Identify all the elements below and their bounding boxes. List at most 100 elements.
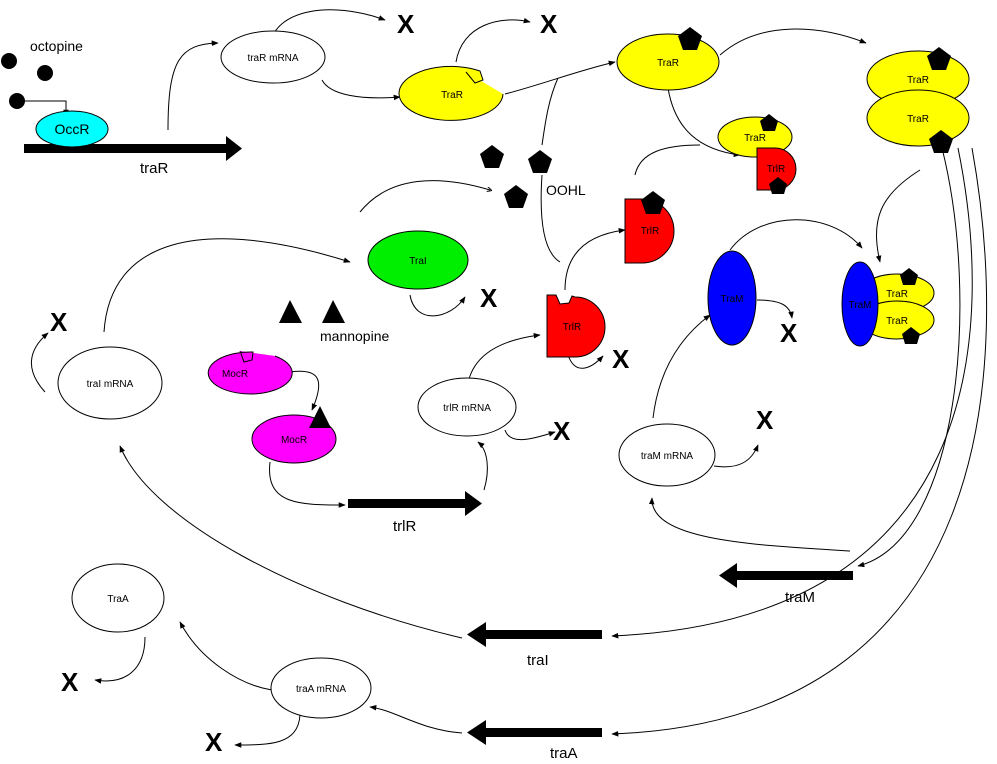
traA-decay-arrow (94, 636, 146, 684)
octopine-molecules: octopine (1, 38, 83, 109)
traM-transcription-arrow (648, 497, 851, 552)
trlR-oohl-protein: TrlR (624, 191, 675, 264)
trlR-heterodimer-link (634, 144, 701, 176)
degradation-x: X (612, 344, 630, 374)
svg-text:MocR: MocR (281, 435, 307, 446)
trlR-oohl-binding-arrow (564, 228, 626, 291)
traI-mrna: traI mRNA (57, 346, 163, 420)
traR-transcription-arrow (167, 40, 219, 131)
traM-traR-complex: TraR TraR TraM (841, 261, 935, 347)
svg-text:TraI: TraI (409, 256, 426, 267)
degradation-x: X (205, 727, 223, 757)
svg-text:traR mRNA: traR mRNA (247, 53, 298, 64)
svg-text:TraR: TraR (886, 316, 908, 327)
traA-mrna: traA mRNA (270, 657, 372, 719)
oohl-pentagon (900, 268, 918, 285)
svg-text:MocR: MocR (222, 369, 248, 380)
mannopine-label: mannopine (320, 328, 389, 344)
mannopine-triangle (309, 406, 331, 428)
gene-traR: traR (24, 136, 242, 177)
svg-text:TrlR: TrlR (641, 226, 660, 237)
oohl-pentagon (769, 177, 787, 194)
gene-traR-label: traR (140, 160, 169, 177)
mocR-apo-protein: MocR (207, 350, 293, 395)
svg-text:TraR: TraR (744, 133, 766, 144)
svg-text:TraR: TraR (886, 289, 908, 300)
traR-dimer-to-traI-promoter (611, 147, 973, 639)
svg-text:TraM: TraM (849, 300, 872, 311)
occR-protein: OccR (35, 110, 109, 148)
oohl-pentagon (927, 47, 951, 70)
svg-text:traI mRNA: traI mRNA (87, 379, 134, 390)
gene-traI-label: traI (527, 652, 549, 669)
traR-trlR-heterodimer: TraR TrlR (717, 114, 797, 194)
svg-text:TraR: TraR (441, 90, 463, 101)
oohl-pentagon (528, 150, 552, 173)
traI-decay-arrow (409, 294, 466, 317)
gene-traA-label: traA (550, 745, 578, 762)
connectors (17, 9, 988, 748)
traR-mrna: traR mRNA (220, 30, 326, 84)
traI-transcription-arrow (119, 445, 463, 639)
degradation-x: X (50, 307, 68, 337)
mannopine-triangle (322, 300, 345, 323)
traA-protein: TraA (71, 563, 165, 633)
gene-traM-label: traM (785, 589, 815, 606)
oohl-to-trlR-link (540, 174, 561, 263)
gene-traI: traI (467, 622, 602, 669)
oohl-pentagon (641, 191, 665, 214)
svg-text:TraR: TraR (907, 75, 929, 86)
oohl-to-traR-link (541, 77, 559, 146)
oohl-synthesis-arrow (359, 180, 490, 213)
svg-text:TrlR: TrlR (767, 164, 786, 175)
degradation-x: X (540, 9, 558, 39)
svg-text:TraR: TraR (907, 114, 929, 125)
svg-text:TraR: TraR (657, 58, 679, 69)
traR-oohl-protein: TraR (616, 27, 720, 91)
trlR-transcription-arrow (477, 441, 488, 491)
traI-mrna-decay-arrow (30, 332, 49, 393)
svg-text:TraA: TraA (107, 594, 129, 605)
traA-mrna-decay-arrow (234, 714, 301, 748)
trlR-mrna: trlR mRNA (417, 377, 517, 437)
degradation-marks: X X X X X X X X X X (50, 9, 798, 757)
mocR-mannopine-arrow (289, 370, 320, 411)
oohl-pentagon (678, 27, 702, 50)
oohl-pentagon (929, 130, 953, 153)
svg-text:OccR: OccR (55, 121, 90, 137)
traR-dimer-traM-arrow (875, 169, 921, 263)
traM-translation-arrow (652, 314, 711, 419)
traR-decay-arrow (455, 17, 531, 63)
traR-dimer-to-traM-promoter (857, 147, 961, 568)
traR-translation-arrow (321, 79, 401, 101)
traR-dimer-to-traA-promoter (611, 147, 988, 737)
traR-dimerization-arrow (719, 28, 867, 56)
octopine-dot (1, 53, 17, 69)
traM-protein: TraM (707, 250, 757, 346)
mrnas: traR mRNA traI mRNA trlR mRNA traM mRNA … (57, 30, 716, 719)
traM-decay-arrow (756, 299, 794, 319)
octopine-dot (9, 93, 25, 109)
trlR-mrna-decay-arrow (504, 429, 556, 441)
octopine-label: octopine (30, 38, 83, 54)
oohl-pentagon (760, 114, 778, 131)
svg-text:TraM: TraM (721, 294, 744, 305)
mannopine-triangle (279, 300, 302, 323)
degradation-x: X (553, 416, 571, 446)
octopine-dot (37, 65, 53, 81)
gene-traA: traA (467, 720, 602, 762)
degradation-x: X (480, 283, 498, 313)
traM-binding-arrow (729, 219, 863, 251)
mocR-activation-arrow (269, 461, 346, 508)
traM-mrna-decay-arrow (713, 444, 759, 468)
oohl-molecules: OOHL (480, 145, 586, 208)
traI-translation-arrow (103, 238, 351, 333)
degradation-x: X (756, 405, 774, 435)
gene-trlR-label: trlR (393, 518, 416, 535)
svg-text:trlR mRNA: trlR mRNA (443, 403, 491, 414)
oohl-pentagon (480, 145, 504, 168)
trlR-decay-arrow (567, 354, 604, 369)
traA-translation-arrow (179, 621, 273, 691)
oohl-label: OOHL (546, 182, 586, 198)
